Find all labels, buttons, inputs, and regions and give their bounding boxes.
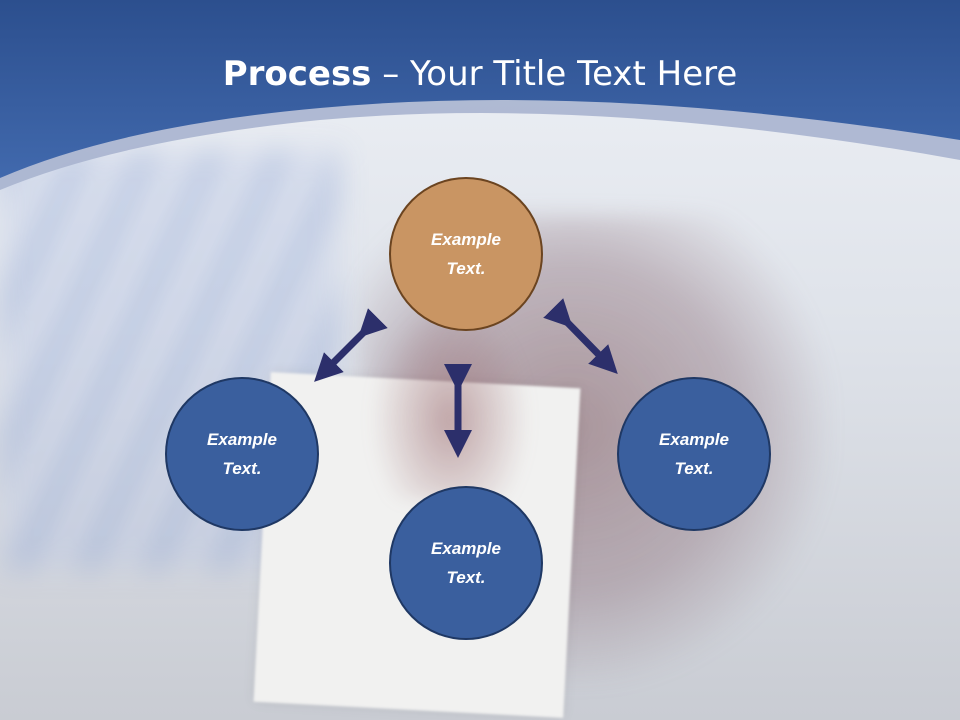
node-left-line2: Text. [222,459,262,478]
arrow-top-left [314,308,388,382]
node-bottom-line2: Text. [446,568,486,587]
node-right: Example Text. [617,377,771,531]
header-band [0,0,960,190]
node-right-line2: Text. [674,459,714,478]
page-title: Process – Your Title Text Here [0,52,960,96]
node-top-line1: Example [431,230,501,249]
node-bottom: Example Text. [389,486,543,640]
node-bottom-line1: Example [431,539,501,558]
node-top-line2: Text. [446,259,486,278]
node-right-line1: Example [659,430,729,449]
title-rest: – Your Title Text Here [371,54,738,94]
node-top: Example Text. [389,177,543,331]
arrow-top-right [543,298,618,375]
title-bold: Process [222,54,372,94]
node-left-line1: Example [207,430,277,449]
node-left: Example Text. [165,377,319,531]
